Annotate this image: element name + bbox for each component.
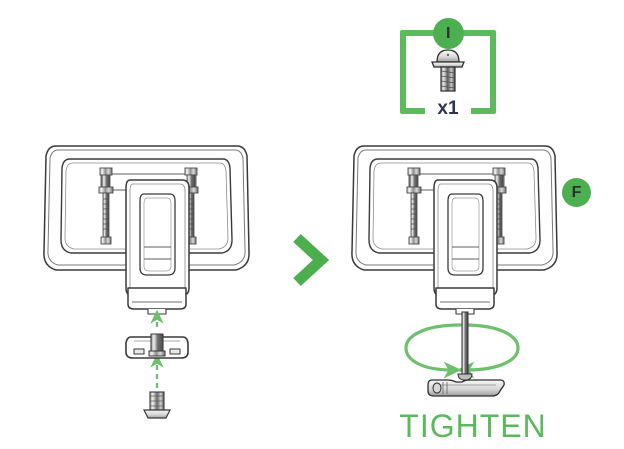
- vesa-post-right-a: [406, 167, 422, 245]
- rotate-clockwise-arrow: [404, 323, 520, 379]
- pan-head-screw-icon: [431, 49, 465, 92]
- t-handle-hex-key-icon: [427, 311, 505, 397]
- tighten-instruction-label: TIGHTEN: [399, 408, 547, 444]
- clamp-plate-left: [125, 333, 189, 359]
- parts-quantity-label: x1: [425, 98, 471, 120]
- vesa-post-left-a: [98, 167, 114, 245]
- parts-callout-badge: I: [433, 18, 464, 49]
- chevron-right-icon: [293, 233, 330, 287]
- mount-neck-left: [125, 179, 190, 297]
- callout-badge-f: F: [562, 178, 591, 207]
- mounting-screw-left: [143, 391, 171, 419]
- mount-neck-right: [433, 179, 498, 297]
